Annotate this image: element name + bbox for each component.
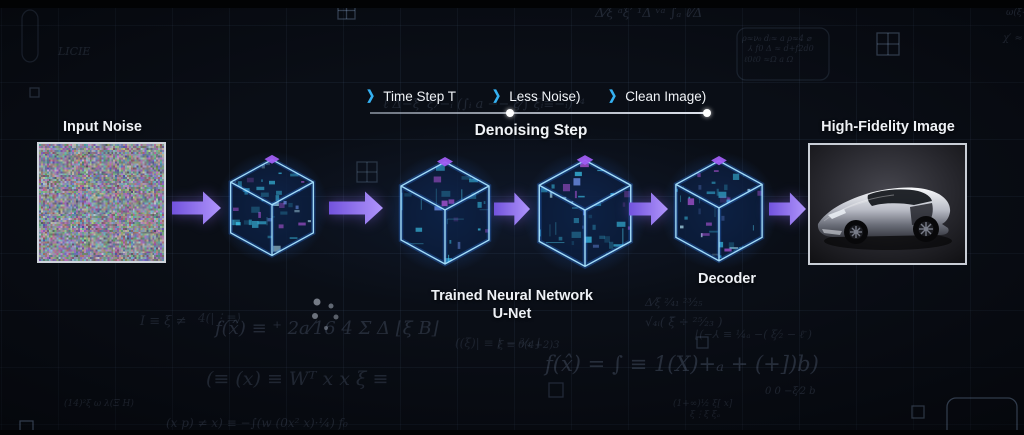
bottom-letterbox-bar bbox=[0, 430, 1024, 435]
input-noise-image bbox=[37, 142, 166, 263]
timeline-step-label: Less Noise) bbox=[509, 89, 581, 104]
chevron-right-icon: ❯ bbox=[366, 88, 376, 104]
chevron-right-icon: ❯ bbox=[608, 88, 618, 104]
timeline-line bbox=[370, 109, 711, 117]
timeline-step-time-step-t: ❯ Time Step T bbox=[366, 89, 456, 104]
output-image-frame bbox=[808, 143, 967, 265]
latent-cube bbox=[385, 153, 505, 273]
timeline-step-less-noise: ❯ Less Noise) bbox=[492, 89, 581, 104]
latent-cube bbox=[215, 151, 329, 265]
timeline-step-label: Clean Image) bbox=[625, 89, 707, 104]
car-image bbox=[810, 145, 965, 263]
unet-label: Trained Neural Network U-Net bbox=[412, 287, 612, 323]
timeline-dot bbox=[703, 109, 711, 117]
latent-cube bbox=[660, 152, 778, 270]
flow-arrow-right bbox=[769, 191, 807, 232]
decoder-label: Decoder bbox=[697, 271, 757, 287]
latent-cube bbox=[522, 150, 648, 276]
flow-arrow-right bbox=[329, 190, 384, 231]
unet-label-line1: Trained Neural Network bbox=[431, 288, 593, 304]
top-letterbox-bar bbox=[0, 0, 1024, 8]
high-fidelity-label: High-Fidelity Image bbox=[821, 119, 955, 135]
input-noise-label: Input Noise bbox=[63, 119, 142, 135]
flow-arrow-right bbox=[629, 191, 669, 232]
timeline-dot bbox=[506, 109, 514, 117]
timeline-step-clean-image: ❯ Clean Image) bbox=[608, 89, 706, 104]
unet-label-line2: U-Net bbox=[492, 306, 532, 322]
chevron-right-icon: ❯ bbox=[492, 88, 502, 104]
flow-arrow-right bbox=[172, 190, 222, 231]
denoising-step-label: Denoising Step bbox=[474, 122, 588, 139]
timeline-step-label: Time Step T bbox=[383, 89, 456, 104]
flow-arrow-right bbox=[494, 191, 531, 232]
